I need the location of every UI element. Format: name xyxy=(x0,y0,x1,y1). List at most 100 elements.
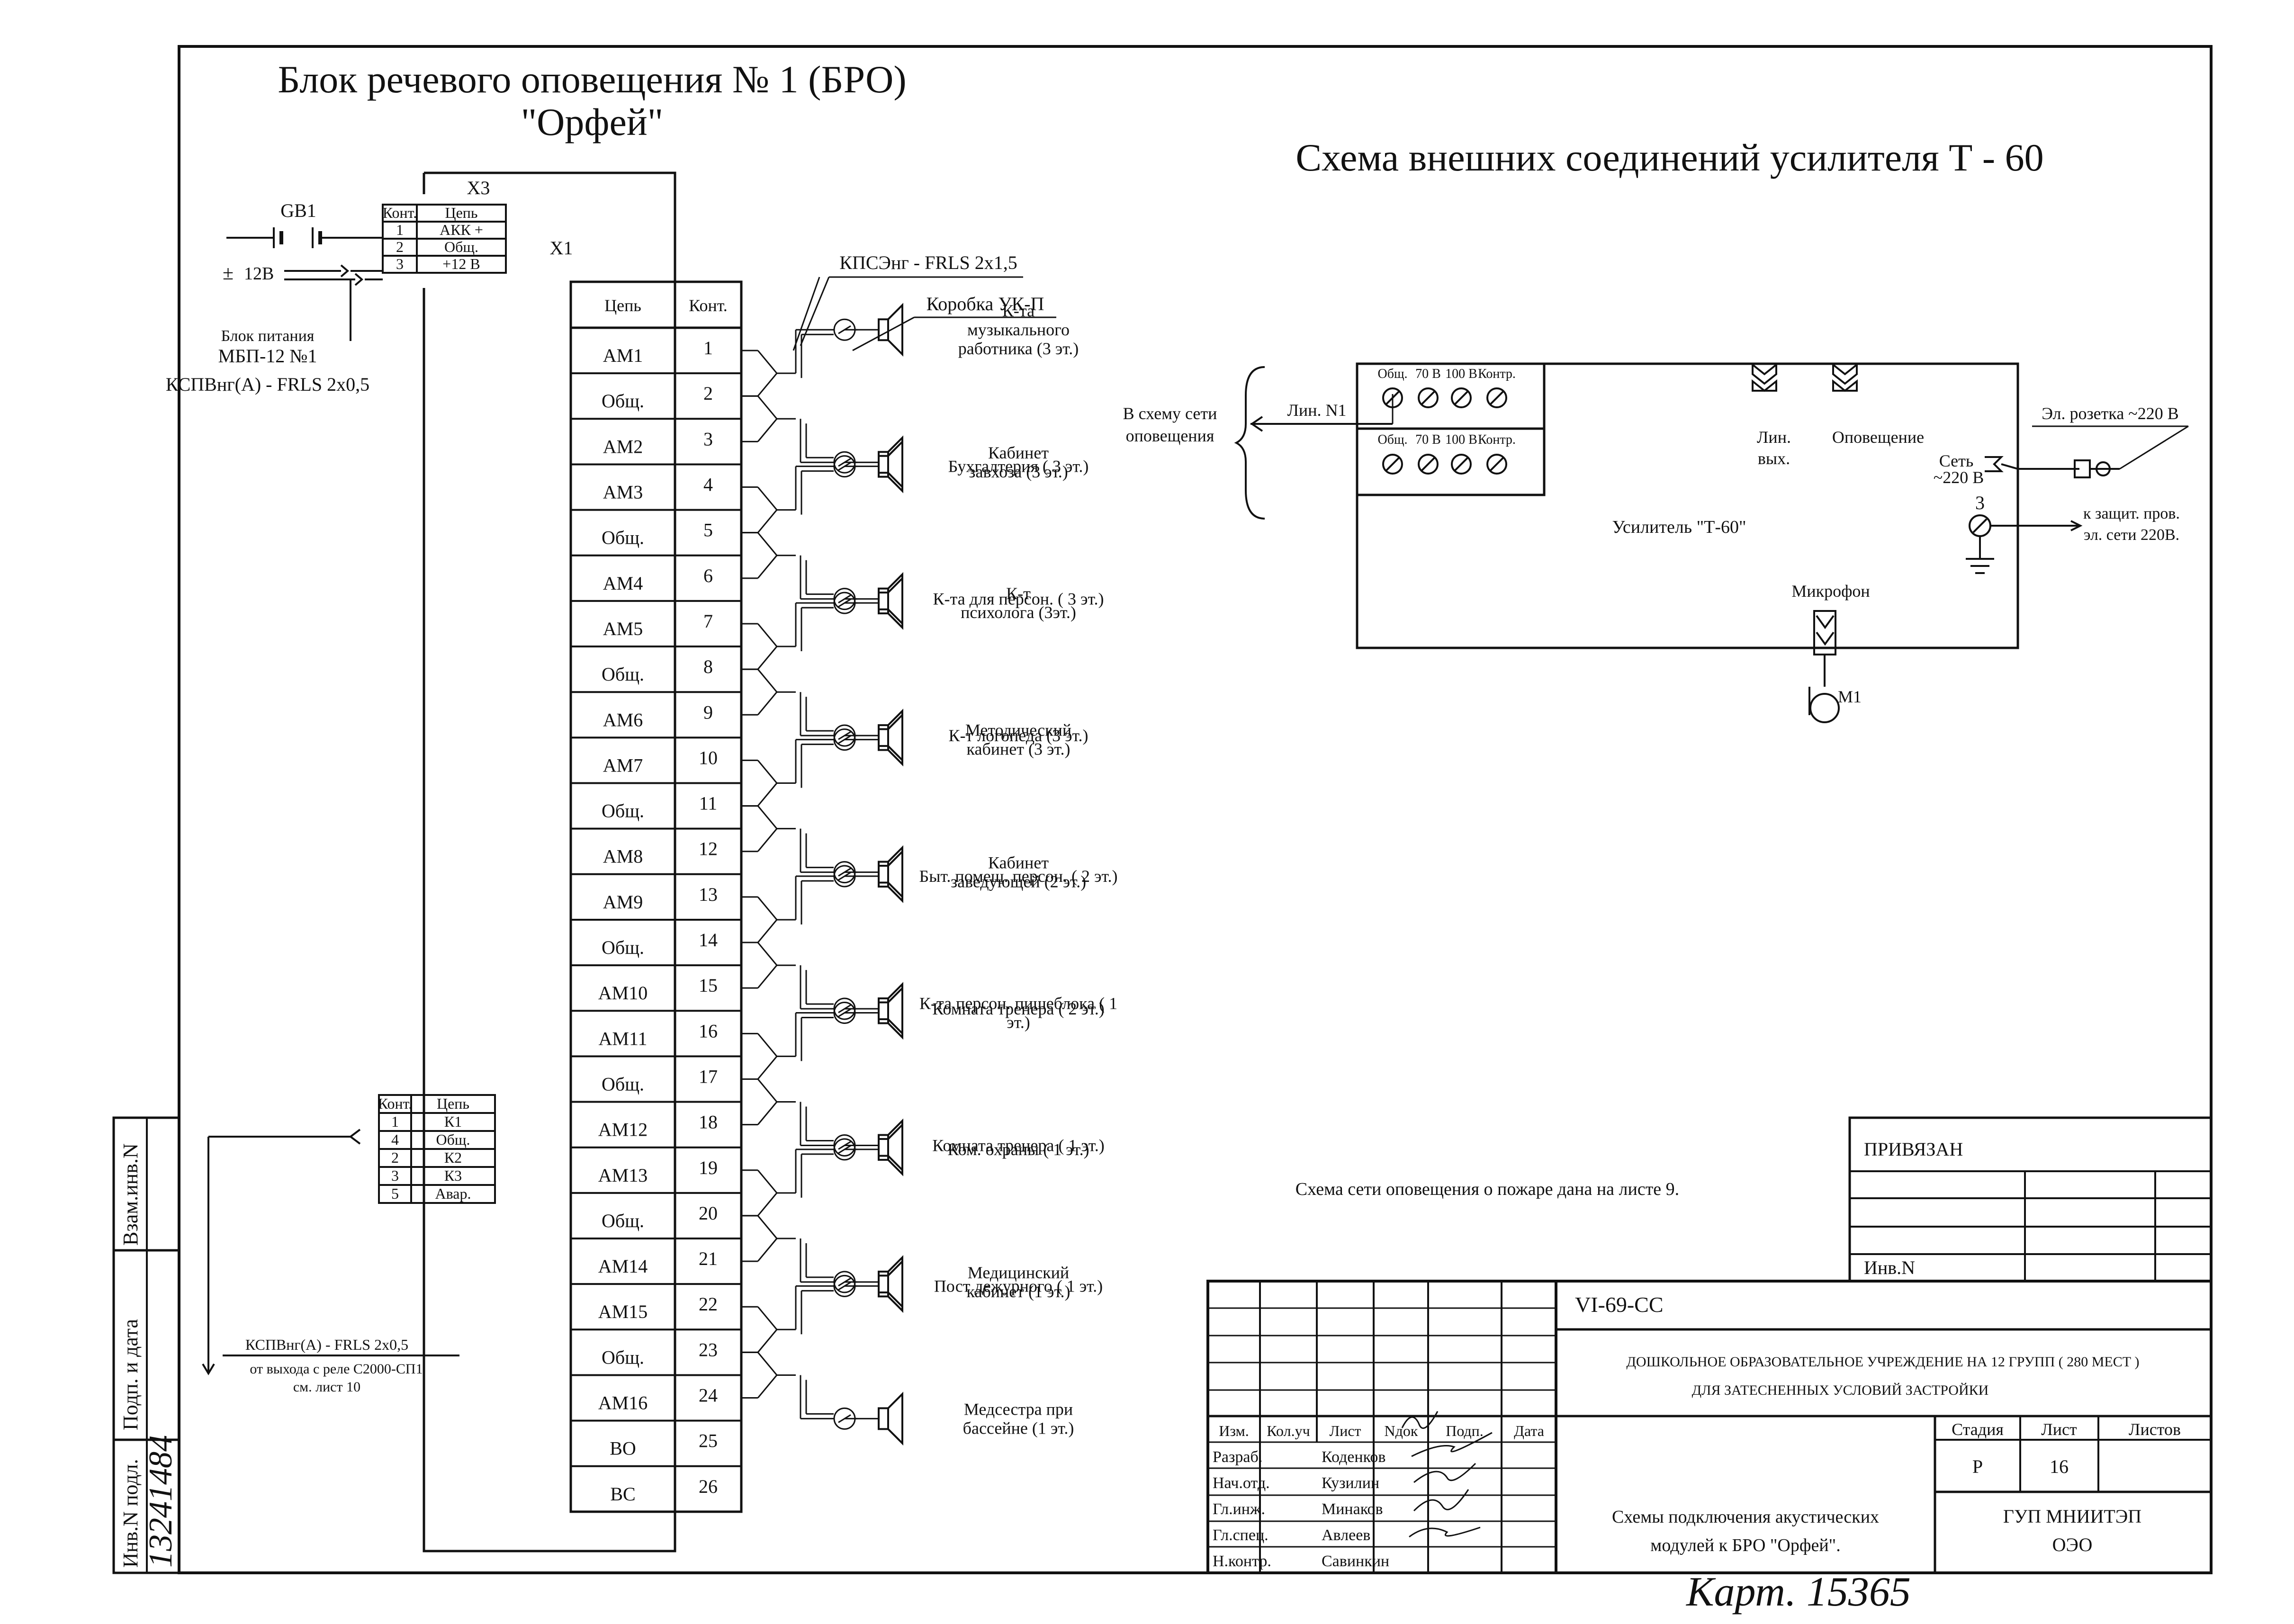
revision-header: Nдок xyxy=(1385,1422,1418,1439)
inv-n-label: Инв.N xyxy=(1864,1257,1915,1278)
x1-contact-12: 12 xyxy=(699,838,718,860)
room-label-11: К-та персон. пищеблока ( 1 xyxy=(919,994,1117,1013)
ground-label-2: эл. сети 220В. xyxy=(2084,526,2179,544)
mains-label-2: ~220 В xyxy=(1934,468,1984,487)
battery-symbol xyxy=(226,227,383,248)
x1-circuit-12: АМ8 xyxy=(603,846,643,867)
amp-terminal-label: 100 В xyxy=(1445,432,1477,447)
staff-name: Кузилин xyxy=(1322,1474,1379,1492)
x1-contact-18: 18 xyxy=(699,1112,718,1133)
x1-contact-1: 1 xyxy=(703,337,713,359)
announce-connector xyxy=(1832,362,1858,392)
amp-terminal-label: Общ. xyxy=(1377,432,1407,447)
speaker-cable-label: КПСЭнг - FRLS 2х1,5 xyxy=(839,252,1017,273)
x1-contact-2: 2 xyxy=(703,383,713,404)
gb1-label: GB1 xyxy=(280,200,316,221)
room-label-8: Кабинет xyxy=(988,853,1049,872)
speaker-4: К-та для персон. ( 3 эт.) xyxy=(741,532,1104,626)
mains-label-1: Сеть xyxy=(1939,451,1974,470)
relay-contact-5: 5 xyxy=(391,1185,399,1202)
x1-contact-22: 22 xyxy=(699,1293,718,1315)
terminal-screw xyxy=(1451,454,1472,475)
x1-contact-24: 24 xyxy=(699,1385,718,1406)
x1-contact-11: 11 xyxy=(699,793,718,814)
x1-circuit-6: АМ4 xyxy=(603,573,643,594)
m1-label: М1 xyxy=(1838,687,1862,706)
org-name-2: ОЭО xyxy=(2052,1534,2093,1555)
ground-label-1: к защит. пров. xyxy=(2083,505,2180,522)
terminal-screw xyxy=(1486,387,1507,408)
x1-circuit-22: АМ15 xyxy=(598,1301,648,1322)
box-label: Коробка УК-П xyxy=(927,293,1044,314)
doc-title-2: модулей к БРО "Орфей". xyxy=(1650,1535,1840,1555)
x1-circuit-10: АМ7 xyxy=(603,754,643,776)
mains-connector xyxy=(1985,456,2004,472)
staff-role: Нач.отд. xyxy=(1213,1474,1270,1492)
microphone-m1 xyxy=(1808,687,1840,723)
x3-circuit-1: АКК + xyxy=(440,221,483,238)
staff-role: Гл.инж. xyxy=(1213,1500,1265,1518)
relay-circuit-1: К1 xyxy=(444,1113,462,1130)
amp-terminal-label: 70 В xyxy=(1415,367,1441,381)
revision-header: Лист xyxy=(1329,1422,1361,1439)
terminal-screw xyxy=(1451,387,1472,408)
room-label-4: К-та для персон. ( 3 эт.) xyxy=(933,590,1104,609)
relay-circuit-2: К2 xyxy=(444,1149,462,1166)
block-title-line2: "Орфей" xyxy=(521,100,664,144)
room-label-7: Методический xyxy=(965,721,1071,740)
amp-terminal-label: Общ. xyxy=(1377,367,1407,381)
relay-contact-1: 1 xyxy=(391,1113,399,1130)
room-label-1: музыкального xyxy=(967,320,1070,339)
sheets-header: Листов xyxy=(2129,1420,2181,1439)
x1-contact-26: 26 xyxy=(699,1476,718,1497)
room-label-14: кабинет (1 эт.) xyxy=(967,1282,1071,1301)
room-label-3: Бухгалтерия ( 3 эт.) xyxy=(948,457,1089,476)
stage-header: Стадия xyxy=(1952,1420,2004,1439)
x3-contact-2: 2 xyxy=(396,238,404,255)
x1-circuit-23: Общ. xyxy=(602,1346,644,1368)
psu-label-2: МБП-12 №1 xyxy=(218,345,317,367)
network-label-2: оповещения xyxy=(1126,426,1214,445)
psu-label-1: Блок питания xyxy=(221,327,315,345)
lin-n1-label: Лин. N1 xyxy=(1287,401,1347,420)
speaker-10: Комната тренера ( 2 эт.) xyxy=(741,942,1105,1036)
room-label-5: К-т xyxy=(1006,584,1031,603)
x3-label: X3 xyxy=(467,177,490,198)
speaker-cable-leader: КПСЭнг - FRLS 2х1,5 Коробка УК-П xyxy=(792,252,1056,351)
x1-contact-9: 9 xyxy=(703,701,713,723)
x3-circuit-3: +12 В xyxy=(442,255,480,272)
x1-circuit-14: Общ. xyxy=(602,937,644,958)
relay-circuit-4: Общ. xyxy=(436,1131,470,1148)
relay-circuit-3: К3 xyxy=(444,1167,462,1184)
speaker-9: Быт. помещ. персон. ( 2 эт.) xyxy=(741,849,1118,943)
x1-contact-25: 25 xyxy=(699,1430,718,1452)
mic-connector xyxy=(1813,610,1836,687)
x1-contact-7: 7 xyxy=(703,610,713,632)
doc-code: VI-69-СС xyxy=(1575,1292,1664,1317)
amp-terminal-label: 100 В xyxy=(1445,367,1477,381)
room-label-2: завхоза (3 эт.) xyxy=(969,462,1068,481)
privyazan-block: ПРИВЯЗАН Инв.N xyxy=(1848,1116,2213,1283)
room-label-5: психолога (3эт.) xyxy=(961,603,1076,622)
x1-contact-21: 21 xyxy=(699,1248,718,1269)
room-label-9: Быт. помещ. персон. ( 2 эт.) xyxy=(919,867,1118,886)
x1-contact-14: 14 xyxy=(699,929,718,951)
ground-terminal xyxy=(1966,514,2083,574)
revision-header: Кол.уч xyxy=(1267,1422,1310,1439)
supply-label: 12В xyxy=(244,264,274,284)
x1-circuit-21: АМ14 xyxy=(598,1256,648,1277)
ground-number: 3 xyxy=(1975,492,1985,513)
announce-label: Оповещение xyxy=(1832,428,1924,447)
lin-out-label-2: вых. xyxy=(1758,449,1790,468)
relay-contact-3: 3 xyxy=(391,1167,399,1184)
